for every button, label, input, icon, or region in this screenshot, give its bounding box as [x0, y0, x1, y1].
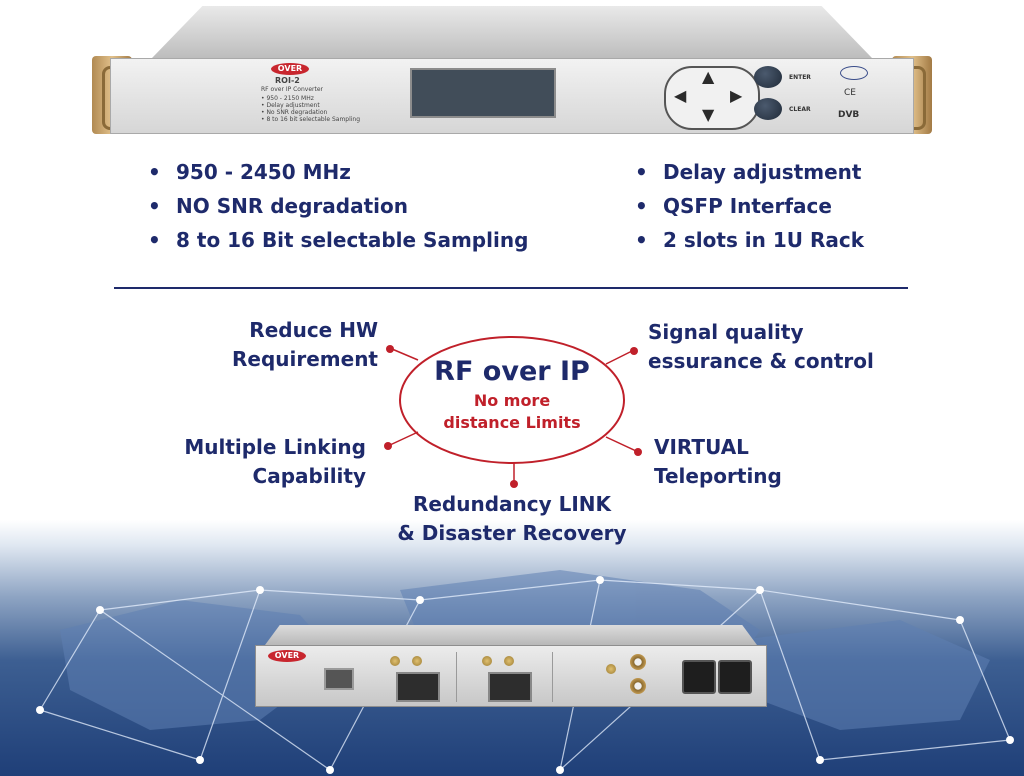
connector-lines — [389, 348, 637, 482]
feature-item: QSFP Interface — [635, 189, 864, 223]
device-logo: OVER — [271, 63, 309, 75]
clear-key — [754, 98, 782, 120]
arrow-left-icon: ◀ — [674, 86, 687, 105]
section-divider — [114, 287, 908, 289]
benefit-virtual-teleporting: VIRTUAL Teleporting — [654, 433, 782, 491]
arrow-right-icon: ▶ — [730, 86, 743, 105]
feature-list-left: 950 - 2450 MHz NO SNR degradation 8 to 1… — [148, 155, 528, 257]
bnc-connector — [630, 654, 646, 670]
ethernet-port — [324, 668, 354, 690]
benefits-connector-graphic — [384, 336, 642, 488]
lcd-display — [410, 68, 556, 118]
device-top-lid — [152, 6, 872, 58]
power-inlet — [718, 660, 752, 694]
feature-item: NO SNR degradation — [148, 189, 528, 223]
device-model: ROI-2 — [275, 76, 300, 85]
benefit-line: & Disaster Recovery — [397, 521, 627, 545]
rear-device-logo: OVER — [268, 650, 306, 662]
rear-panel-device-image: OVER — [255, 625, 767, 707]
enter-key-label: ENTER — [789, 74, 811, 81]
navigation-pad: ▲ ▼ ◀ ▶ — [664, 66, 760, 130]
arrow-up-icon: ▲ — [702, 67, 715, 86]
dvb-label: DVB — [838, 110, 860, 120]
clear-key-label: CLEAR — [789, 106, 811, 113]
slot-divider — [456, 652, 457, 702]
benefit-signal-quality: Signal quality essurance & control — [648, 318, 874, 376]
benefit-line: Signal quality — [648, 320, 804, 344]
rear-device-face: OVER — [255, 645, 767, 707]
center-subtitle: No more distance Limits — [420, 390, 604, 434]
bnc-connector — [630, 678, 646, 694]
feature-item: Delay adjustment — [635, 155, 864, 189]
center-ellipse — [399, 336, 625, 464]
front-panel-device-image: OVER ROI-2 RF over IP Converter • 950 - … — [92, 6, 932, 134]
benefit-line: Requirement — [231, 347, 378, 371]
feature-item: 2 slots in 1U Rack — [635, 223, 864, 257]
sma-connector — [504, 656, 514, 666]
benefit-line: Redundancy LINK — [412, 492, 612, 516]
center-subtitle-line: distance Limits — [443, 413, 581, 432]
benefit-line: Multiple Linking — [184, 435, 366, 459]
benefit-line: VIRTUAL — [654, 435, 749, 459]
qsfp-port — [396, 672, 440, 702]
benefit-line: essurance & control — [648, 349, 874, 373]
ce-mark: CE — [844, 88, 856, 98]
device-subtitle: RF over IP Converter — [261, 86, 323, 93]
benefit-reduce-hw: Reduce HW Requirement — [232, 316, 378, 374]
sma-connector — [606, 664, 616, 674]
feature-item: 8 to 16 Bit selectable Sampling — [148, 223, 528, 257]
rear-device-top — [265, 625, 757, 645]
center-subtitle-line: No more — [473, 391, 551, 410]
qsfp-port — [488, 672, 532, 702]
device-spec-lines: • 950 - 2150 MHz • Delay adjustment • No… — [261, 95, 361, 123]
network-nodes — [36, 576, 1014, 774]
benefit-line: Reduce HW — [249, 318, 378, 342]
feature-list-right: Delay adjustment QSFP Interface 2 slots … — [635, 155, 864, 257]
sma-connector — [412, 656, 422, 666]
arrow-down-icon: ▼ — [702, 105, 715, 124]
sma-connector — [482, 656, 492, 666]
power-inlet — [682, 660, 716, 694]
enter-key — [754, 66, 782, 88]
connector-nodes — [384, 345, 642, 488]
benefit-redundancy: Redundancy LINK & Disaster Recovery — [392, 490, 632, 548]
benefit-line: Teleporting — [654, 464, 782, 488]
sma-connector — [390, 656, 400, 666]
benefit-multiple-linking: Multiple Linking Capability — [184, 433, 366, 491]
center-title: RF over IP — [434, 356, 590, 387]
benefit-line: Capability — [252, 464, 366, 488]
slot-divider — [552, 652, 553, 702]
brand-badge-icon — [840, 66, 868, 80]
feature-item: 950 - 2450 MHz — [148, 155, 528, 189]
